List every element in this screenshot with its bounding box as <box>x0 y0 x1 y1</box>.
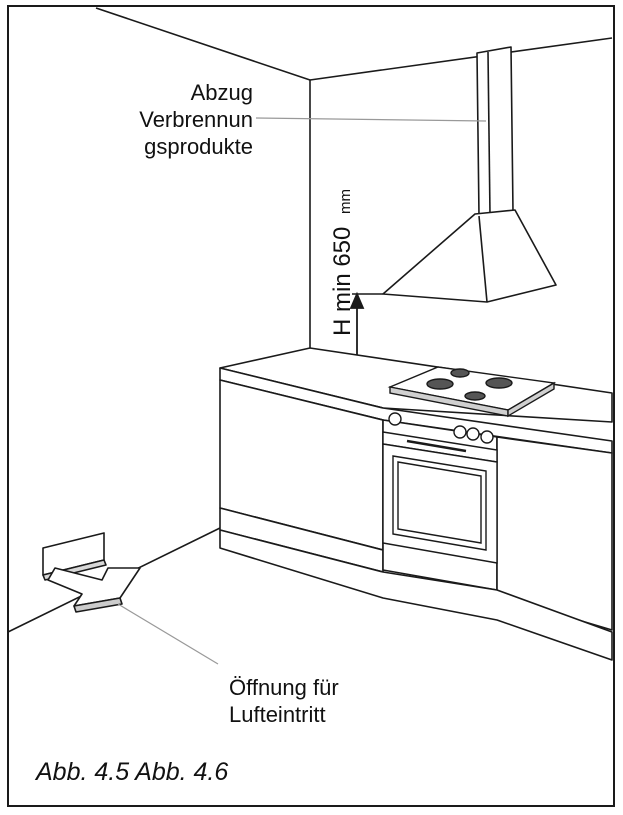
air-inlet-arrow <box>47 567 141 613</box>
exhaust-leader-line <box>255 117 487 122</box>
height-label-unit: mm <box>337 189 354 214</box>
extractor-hood <box>382 46 557 303</box>
exhaust-label-line-2: Verbrennun <box>139 107 253 132</box>
air-inlet-label-line-1: Öffnung für <box>229 675 339 700</box>
height-label-text: H min 650 <box>329 227 356 336</box>
air-inlet-label-line-2: Lufteintritt <box>229 702 326 727</box>
diagram-frame <box>7 5 615 807</box>
exhaust-label-line-3: gsprodukte <box>144 134 253 159</box>
height-label: H min 650 mm <box>329 189 356 336</box>
gas-hob <box>387 366 557 418</box>
figure-caption: Abb. 4.5 Abb. 4.6 <box>34 758 228 786</box>
oven <box>382 412 498 564</box>
air-inlet-leader-line <box>117 603 219 665</box>
exhaust-label-line-1: Abzug <box>191 80 253 105</box>
